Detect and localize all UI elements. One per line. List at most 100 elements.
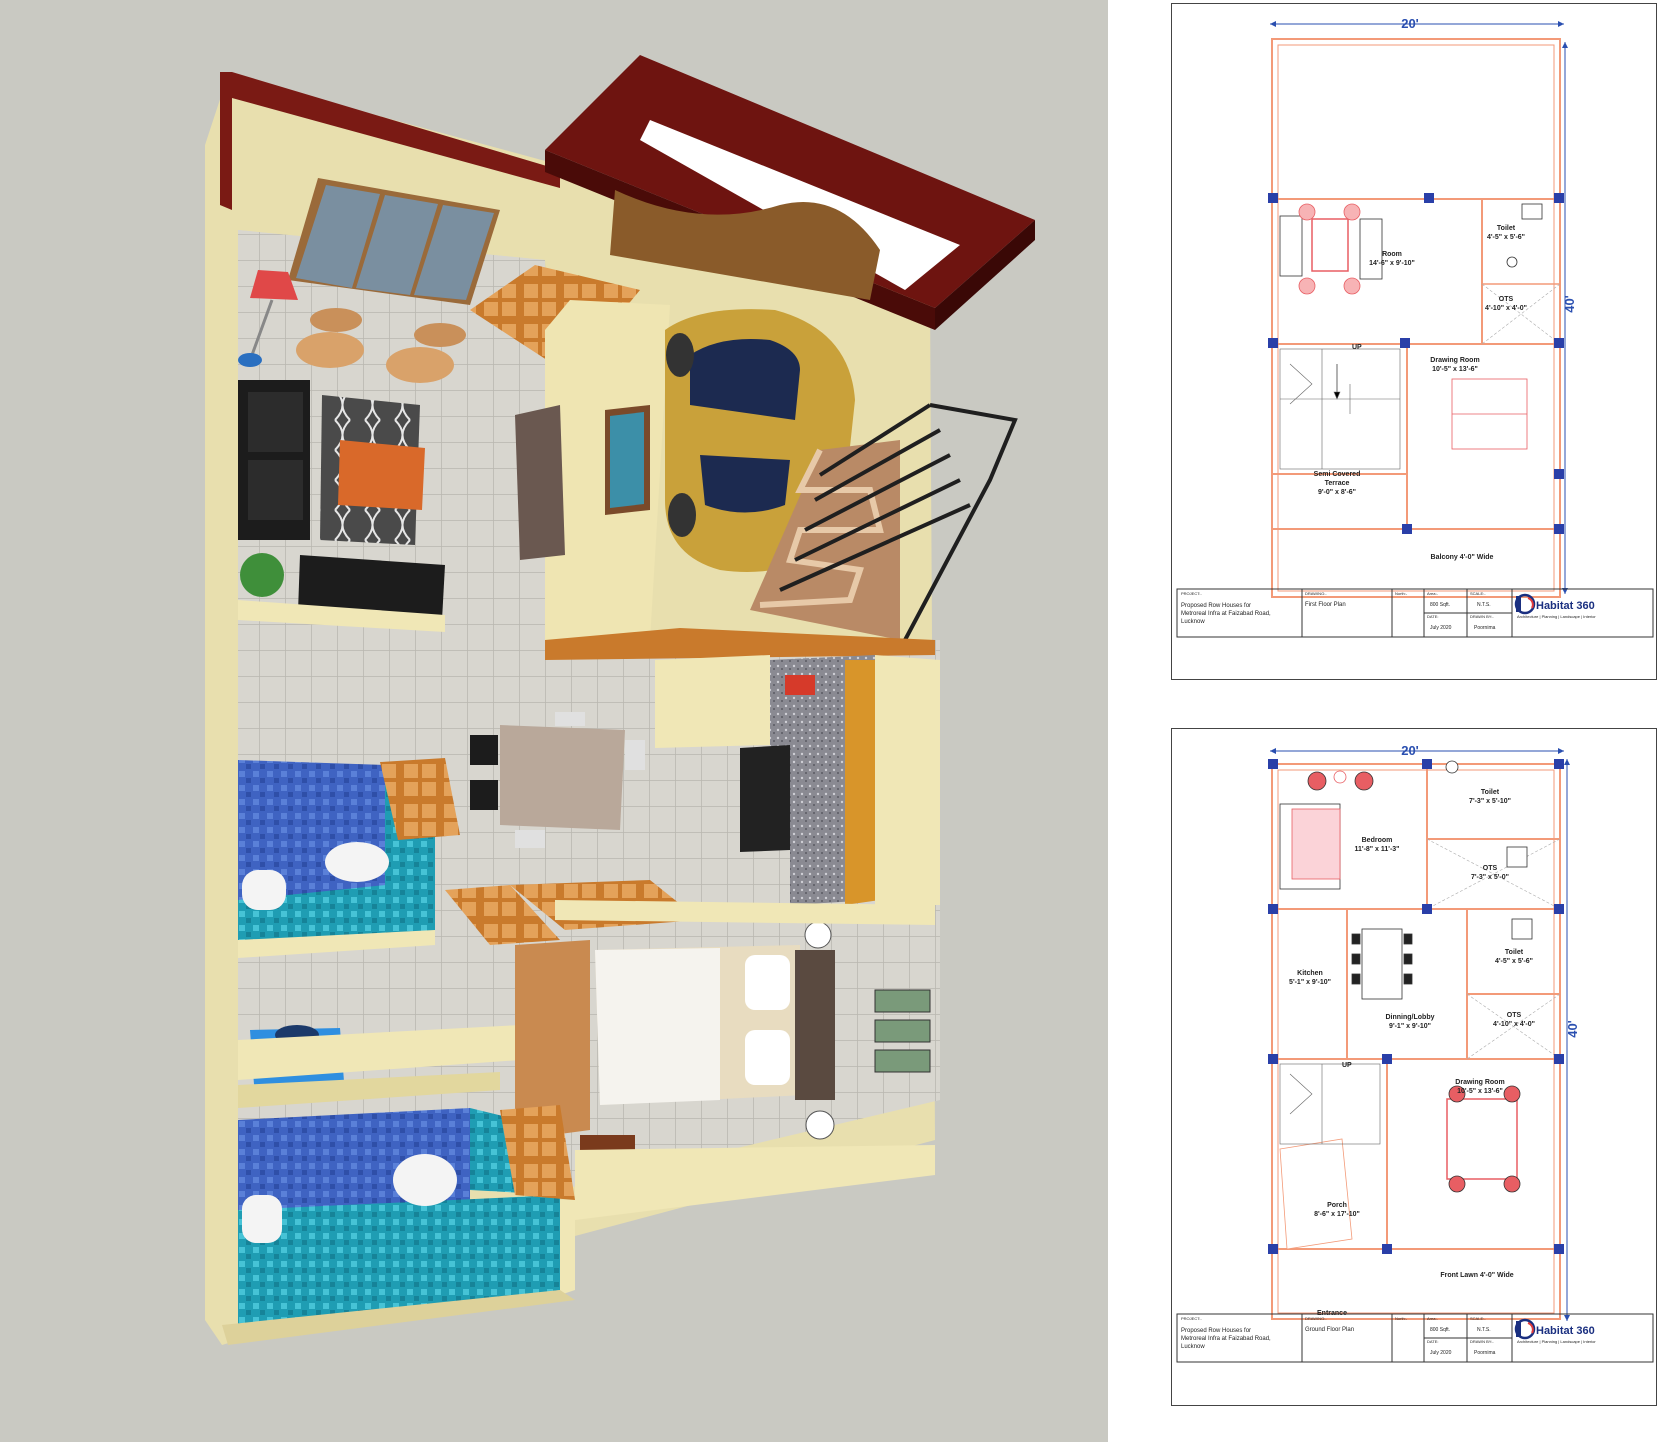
refrigerator (740, 745, 790, 852)
front-lawn-label: Front Lawn 4'-0" Wide (1440, 1272, 1513, 1279)
parapet (220, 72, 560, 188)
habitat-logo-icon (1514, 593, 1536, 615)
drawing-title: Ground Floor Plan (1305, 1327, 1354, 1333)
ots2-size: 4'-10" x 4'-0" (1493, 1021, 1535, 1028)
microwave (785, 675, 815, 695)
up-label: UP (1352, 344, 1362, 351)
area-value: 800 Sqft. (1430, 1327, 1450, 1333)
area-label: Area:- (1427, 591, 1439, 596)
scale-label: SCALE:- (1470, 591, 1486, 596)
floor-lamp (238, 270, 298, 367)
plan-furniture (1279, 760, 1533, 1250)
bathroom-lower (238, 1105, 575, 1330)
project-line3: Lucknow (1181, 619, 1205, 625)
lounge-chairs (296, 308, 466, 383)
project-line1: Proposed Row Houses for (1181, 603, 1251, 609)
drawing-room-name: Drawing Room (1455, 1079, 1504, 1086)
toilet-name: Toilet (1497, 225, 1516, 232)
sliding-window (288, 178, 500, 305)
toilet2-name: Toilet (1505, 949, 1524, 956)
title-block (1176, 588, 1654, 638)
wood-band (545, 628, 935, 660)
dining-size: 9'-1" x 9'-10" (1389, 1023, 1431, 1030)
outer-wall (1271, 38, 1561, 598)
drawn-by-label: DRAWN BY:- (1470, 614, 1494, 619)
porch-size: 8'-6" x 17'-10" (1314, 1211, 1360, 1218)
dining-name: Dinning/Lobby (1386, 1014, 1435, 1021)
render-panel (0, 0, 1108, 1442)
door-lower-left (445, 885, 560, 945)
drawn-by-label: DRAWN BY:- (1470, 1339, 1494, 1344)
drawing-title: First Floor Plan (1305, 602, 1346, 608)
height-dimension: 40' (1562, 295, 1577, 313)
height-dimension: 40' (1565, 1020, 1580, 1038)
date-label: DATE: (1427, 1339, 1438, 1344)
drawing-label: DRAWING:- (1305, 1316, 1327, 1321)
drawn-by-value: Poornima (1474, 1350, 1496, 1356)
ots2-name: OTS (1507, 1012, 1522, 1019)
structural-columns (1268, 193, 1564, 534)
kitchen-name: Kitchen (1297, 970, 1323, 977)
backsplash (845, 660, 880, 905)
scale-value: N.T.S. (1477, 602, 1491, 608)
staircase (750, 403, 1018, 641)
ots-name: OTS (1499, 296, 1514, 303)
width-dimension: 20' (1401, 743, 1419, 758)
drawn-by-value: Poornima (1474, 625, 1496, 631)
habitat-logo-icon (1514, 1318, 1536, 1340)
project-line3: Lucknow (1181, 1344, 1205, 1350)
brand-name: Habitat 360 (1536, 1325, 1595, 1337)
date-value: July 2020 (1430, 1350, 1452, 1356)
area-label: Area:- (1427, 1316, 1439, 1321)
project-label: PROJECT:- (1181, 591, 1202, 596)
drawing-room-name: Drawing Room (1430, 357, 1479, 364)
room-size: 14'-6" x 9'-10" (1369, 260, 1415, 267)
ots-size: 4'-10" x 4'-0" (1485, 305, 1527, 312)
terrace-line1: Semi Covered (1314, 471, 1361, 478)
ots1-name: OTS (1483, 865, 1498, 872)
isometric-render (205, 55, 1035, 1345)
bedroom-name: Bedroom (1362, 837, 1393, 844)
project-line2: Metroreal Infra at Faizabad Road, (1181, 611, 1271, 617)
outer-wall (1271, 763, 1561, 1320)
ground-floor-sheet: 20' 40' (1171, 728, 1657, 1406)
brand-name: Habitat 360 (1536, 600, 1595, 612)
drawing-label: DRAWING:- (1305, 591, 1327, 596)
title-block (1176, 1313, 1654, 1363)
project-line2: Metroreal Infra at Faizabad Road, (1181, 1336, 1271, 1342)
area-value: 800 Sqft. (1430, 602, 1450, 608)
drawing-room-size: 10'-5" x 13'-6" (1432, 366, 1478, 373)
project-line1: Proposed Row Houses for (1181, 1328, 1251, 1334)
bathroom-upper (238, 758, 460, 958)
brand-tagline: Architecture | Planning | Landscape | In… (1517, 1339, 1596, 1344)
north-label: North:- (1395, 591, 1408, 596)
ground-floor-plan: 20' 40' (1176, 743, 1654, 1363)
porch-name: Porch (1327, 1202, 1347, 1209)
terrace-line2: Terrace (1325, 480, 1350, 487)
room-furniture (1279, 203, 1543, 450)
structural-columns (1268, 759, 1564, 1254)
first-floor-plan: 20' 40' UP Room 14 (1176, 16, 1654, 638)
bedroom-size: 11'-8" x 11'-3" (1355, 846, 1400, 853)
coffee-table (338, 440, 425, 510)
pergola (610, 190, 880, 300)
terrace-size: 9'-0" x 8'-6" (1318, 489, 1356, 496)
brand-tagline: Architecture | Planning | Landscape | In… (1517, 614, 1596, 619)
toilet2-size: 4'-5" x 5'-6" (1495, 958, 1533, 965)
potted-plant (240, 553, 284, 597)
first-floor-sheet: 20' 40' UP Room 14 (1171, 3, 1657, 680)
date-label: DATE: (1427, 614, 1438, 619)
scale-label: SCALE:- (1470, 1316, 1486, 1321)
stair-symbol (1279, 1063, 1381, 1145)
bedroom (515, 921, 931, 1185)
toilet-size: 4'-5" x 5'-6" (1487, 234, 1525, 241)
toilet1-size: 7'-3" x 5'-10" (1469, 798, 1511, 805)
kitchen-size: 5'-1" x 9'-10" (1289, 979, 1331, 986)
stair-symbol (1279, 348, 1401, 470)
project-label: PROJECT:- (1181, 1316, 1202, 1321)
dining-set (470, 712, 645, 848)
sofa-bottom (298, 555, 445, 620)
up-label: UP (1342, 1062, 1352, 1069)
drawing-room-size: 10'-5" x 13'-6" (1457, 1088, 1503, 1095)
room-name: Room (1382, 251, 1402, 258)
